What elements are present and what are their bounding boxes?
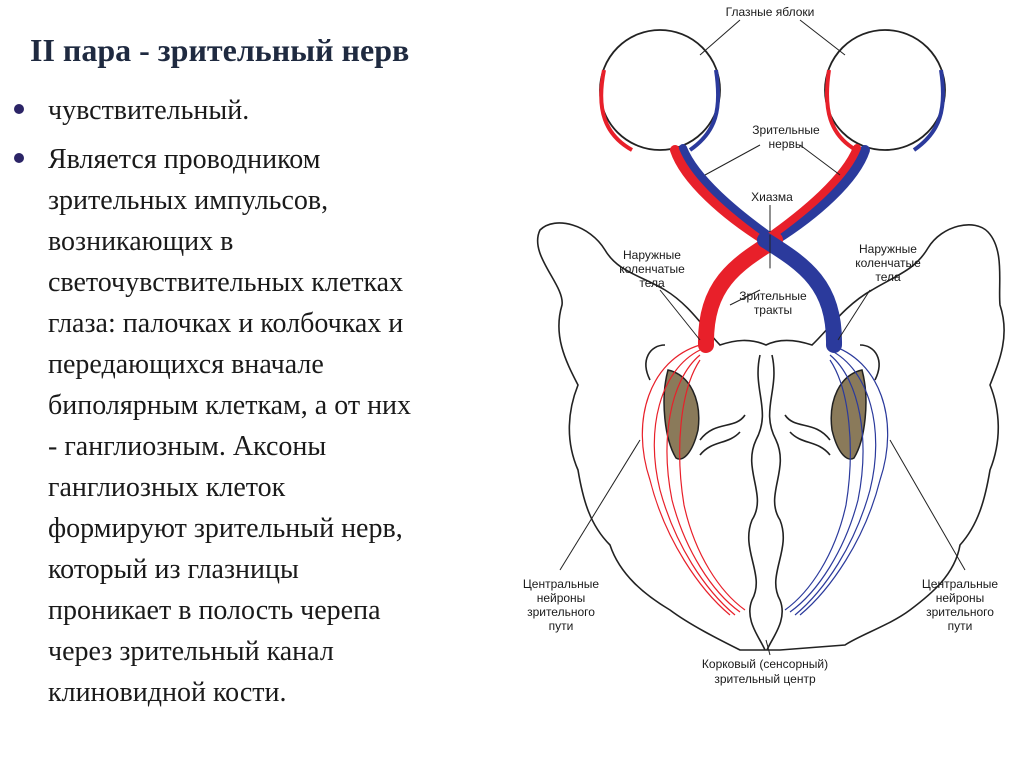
striatum-shapes <box>663 369 867 460</box>
leader-lines <box>559 19 966 656</box>
bullet-item: Является проводником зрительных импульсо… <box>14 139 504 713</box>
label-eyeballs: Глазные яблоки <box>726 5 815 19</box>
label-central-right-4: пути <box>948 619 973 633</box>
label-lgb-right-3: тела <box>875 270 901 284</box>
label-central-left-3: зрительного <box>527 605 595 619</box>
left-eyeball <box>599 29 721 152</box>
bullet-dot-icon <box>14 153 24 163</box>
label-central-right-2: нейроны <box>936 591 985 605</box>
label-lgb-left-2: коленчатые <box>619 262 685 276</box>
bullet-dot-icon <box>14 104 24 114</box>
bullet-list: чувствительный. Является проводником зри… <box>14 90 504 713</box>
slide-title: II пара - зрительный нерв <box>30 32 410 68</box>
label-central-left-1: Центральные <box>523 577 600 591</box>
label-lgb-left-1: Наружные <box>623 248 681 262</box>
bullet-text: чувствительный. <box>48 95 250 126</box>
label-central-right-1: Центральные <box>922 577 999 591</box>
optic-radiation-right <box>784 344 889 616</box>
label-lgb-right-1: Наружные <box>859 242 917 256</box>
optic-nerves <box>670 144 870 245</box>
brain-outline <box>536 222 1005 651</box>
label-cortex-2: зрительный центр <box>714 672 816 686</box>
optic-tracts <box>697 232 843 353</box>
label-lgb-right-2: коленчатые <box>855 256 921 270</box>
bullet-item: чувствительный. <box>14 90 504 131</box>
bullet-text: Является проводником зрительных импульсо… <box>48 144 412 708</box>
label-central-left-2: нейроны <box>537 591 586 605</box>
label-cortex-1: Корковый (сенсорный) <box>702 657 828 671</box>
label-chiasm: Хиазма <box>751 190 793 204</box>
label-optic-tracts-2: тракты <box>754 303 792 317</box>
label-lgb-left-3: тела <box>639 276 665 290</box>
label-central-right-3: зрительного <box>926 605 994 619</box>
label-optic-nerves-2: нервы <box>769 137 804 151</box>
label-optic-nerves-1: Зрительные <box>752 123 820 137</box>
label-optic-tracts-1: Зрительные <box>739 289 807 303</box>
right-eyeball <box>824 29 946 152</box>
optic-pathway-diagram: Глазные яблоки Зрительные нервы Хиазма Н… <box>523 5 1005 686</box>
label-central-left-4: пути <box>549 619 574 633</box>
optic-radiation-left <box>641 344 746 616</box>
